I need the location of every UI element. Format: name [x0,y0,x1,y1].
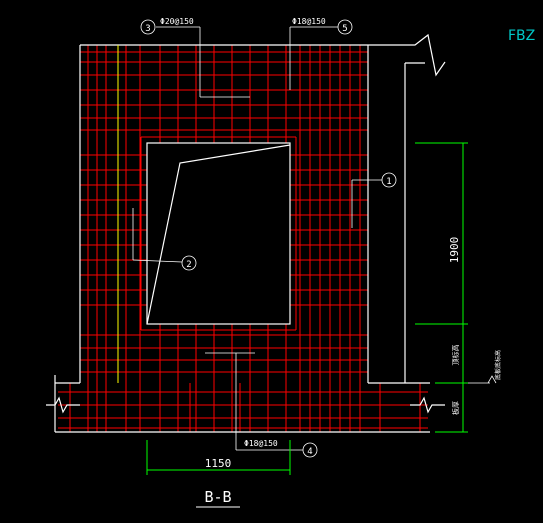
callout-2: 2 [181,255,197,271]
callout-4-circle [302,442,318,458]
break-line-right [410,396,445,414]
level-label-b: 底板底标高 [494,350,502,380]
callout-3-circle [140,19,156,35]
leader-lines [132,26,497,451]
callout-4: 4 Φ18@150 [244,439,318,458]
break-line-left [46,396,80,414]
level-label-c: 板厚 [451,401,460,415]
callout-5-circle [337,19,353,35]
rebar-grid [58,45,428,432]
callout-5-number: 5 [342,24,347,34]
callout-1-circle [381,172,397,188]
callout-4-spec: Φ18@150 [244,439,278,448]
dim-width-label: 1150 [205,457,232,470]
callout-4-number: 4 [307,447,312,457]
callout-5-spec: Φ18@150 [292,17,326,26]
callout-1-number: 1 [386,177,391,187]
level-label-a: 顶标高 [451,345,460,366]
wall-opening [146,142,291,325]
callout-3: 3 Φ20@150 [140,17,194,35]
level-marker [487,375,497,384]
dimension-lines [146,142,468,475]
wall-top-edge [80,33,446,77]
callout-1: 1 [381,172,397,188]
callout-2-circle [181,255,197,271]
callout-3-number: 3 [145,24,150,34]
leader-2-h [132,259,183,263]
opening-diagonal [146,144,291,325]
callout-3-spec: Φ20@150 [160,17,194,26]
drawing-title: B-B [204,488,231,506]
callout-2-number: 2 [186,260,191,270]
wall-outline [46,33,446,433]
corner-label: FBZ [508,28,535,44]
callout-5: 5 Φ18@150 [292,17,353,35]
dim-height-label: 1900 [448,237,461,264]
